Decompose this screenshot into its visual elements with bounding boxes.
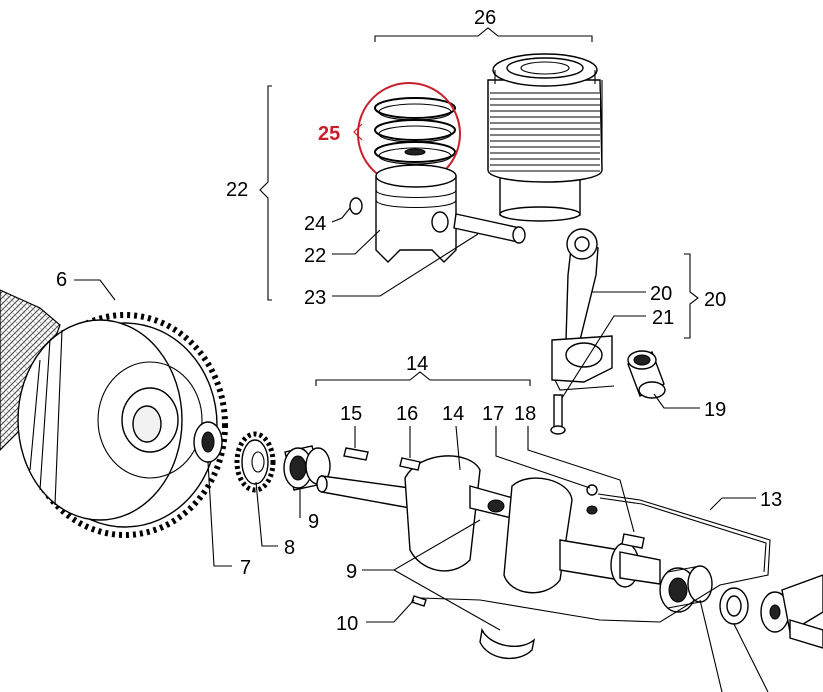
washer-rear [760, 574, 823, 649]
bracket-26 [374, 27, 593, 42]
leader-14 [455, 425, 461, 471]
plug-18 [621, 533, 645, 549]
cylinder-barrel [487, 53, 603, 222]
callout-23[interactable]: 23 [304, 287, 326, 309]
key-16 [399, 457, 421, 471]
callout-22-group[interactable]: 22 [226, 179, 248, 201]
main-bearing-shell [479, 627, 536, 660]
callout-17[interactable]: 17 [482, 403, 504, 425]
callout-25[interactable]: 25 [318, 123, 340, 145]
leader-8 [255, 481, 278, 547]
oil-seal [193, 421, 223, 463]
rear-main-bearing [659, 565, 713, 613]
bracket-14 [315, 371, 531, 386]
callout-19[interactable]: 19 [704, 399, 726, 421]
crankshaft [316, 455, 661, 594]
leader-21 [561, 315, 646, 399]
leader-22 [332, 229, 381, 255]
callout-13[interactable]: 13 [760, 489, 782, 511]
screw-10 [411, 595, 427, 607]
plug-17 [586, 484, 598, 496]
callout-6[interactable]: 6 [56, 269, 67, 291]
leader-13 [709, 497, 756, 511]
callout-20-group[interactable]: 20 [704, 289, 726, 311]
callout-24[interactable]: 24 [304, 213, 326, 235]
flywheel [0, 289, 228, 538]
timing-gear [234, 431, 276, 493]
front-main-bearing [283, 445, 331, 491]
leader-7 [207, 461, 232, 567]
callout-14[interactable]: 14 [442, 403, 464, 425]
piston-pin [453, 213, 526, 244]
connecting-rod [551, 228, 615, 391]
oil-pipe [419, 493, 771, 623]
callout-20-part[interactable]: 20 [650, 283, 672, 305]
callout-15[interactable]: 15 [340, 403, 362, 425]
leader-19 [653, 393, 700, 409]
callout-14-group[interactable]: 14 [406, 353, 428, 375]
thrust-washer [719, 587, 749, 625]
leader-17 [495, 426, 591, 489]
piston [375, 164, 457, 263]
callout-9-left[interactable]: 9 [346, 561, 357, 583]
circlip [349, 197, 363, 215]
leader-9-left [362, 519, 501, 631]
callout-10[interactable]: 10 [336, 613, 358, 635]
piston-rings [374, 97, 456, 165]
leader-23 [332, 233, 479, 297]
small-end-bush [627, 350, 666, 399]
leader-10 [366, 599, 415, 623]
callout-18[interactable]: 18 [514, 403, 536, 425]
callout-9-right[interactable]: 9 [308, 511, 319, 533]
bracket-25 [353, 123, 363, 141]
leader-18 [527, 426, 635, 533]
callout-22[interactable]: 22 [304, 245, 326, 267]
callout-26[interactable]: 26 [474, 7, 496, 29]
bracket-22 [259, 85, 272, 301]
callout-7[interactable]: 7 [240, 557, 251, 579]
leader-24 [331, 207, 351, 223]
bracket-20 [684, 253, 699, 339]
rod-bolt [550, 394, 566, 435]
leader-6 [74, 279, 116, 301]
callout-16[interactable]: 16 [396, 403, 418, 425]
callout-21[interactable]: 21 [652, 307, 674, 329]
callout-8[interactable]: 8 [284, 537, 295, 559]
leader-rear [699, 599, 769, 692]
key-15 [343, 447, 369, 461]
